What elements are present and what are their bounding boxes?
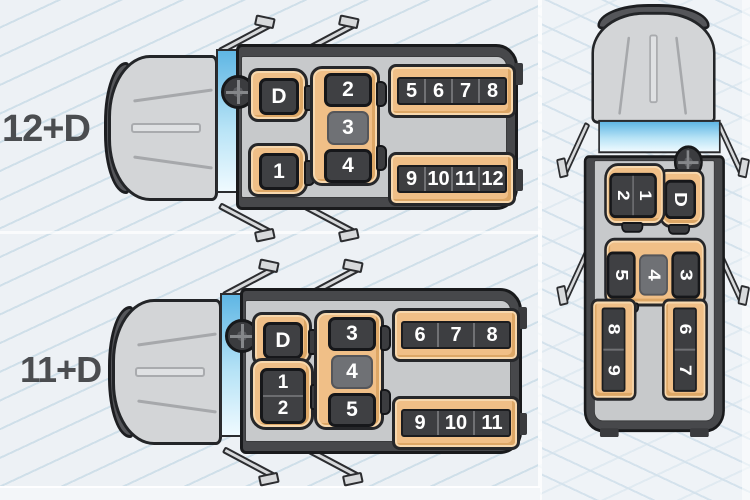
rear-bumper-foot	[690, 428, 709, 438]
hood-crease	[675, 36, 688, 115]
seat-pad-7: 7	[674, 348, 696, 390]
seat-pad-11: 11	[451, 167, 478, 191]
headrest	[380, 389, 391, 415]
headrest	[376, 81, 387, 107]
middle-seat-column: 2 3 4	[310, 66, 387, 186]
driver-seat: D	[248, 68, 315, 122]
seat-pad-2: 2	[263, 395, 303, 421]
hood-vent	[135, 367, 205, 377]
rear-bumper-foot	[518, 413, 527, 435]
seat-pad-1: 1	[277, 372, 289, 393]
seat-pad-driver: D	[664, 179, 696, 220]
bench-strip: 6 7	[673, 307, 697, 392]
windshield	[598, 119, 721, 154]
background-bottom-band	[0, 486, 540, 500]
seat-pad-8: 8	[473, 323, 509, 347]
van-9d-top-view: D 1 2 3 4 5 6 7	[560, 4, 747, 438]
rear-bench-row-1: 5 6 7 8	[388, 64, 516, 118]
seat-pad-2: 2	[324, 73, 372, 107]
seat-pad-6: 6	[424, 79, 451, 103]
seat-pad-driver: D	[259, 78, 299, 115]
seat-pad-10: 10	[424, 167, 451, 191]
seat-pad-11: 11	[473, 411, 509, 435]
seat-pad-9: 9	[405, 167, 418, 190]
van-12d-top-view: D 1 2 3 4 5 6 7 8 9 10 11 12	[104, 18, 544, 238]
bench-strip: 5 6 7 8	[397, 77, 507, 105]
rear-bench-row-2: 9 10 11	[392, 396, 520, 450]
hood-crease	[133, 155, 213, 170]
middle-bench: 3 4 5	[604, 237, 707, 314]
seat-pad-5: 5	[328, 393, 376, 427]
driver-seat: D	[252, 312, 319, 366]
seat-pad-3: 3	[671, 251, 701, 299]
front-double-seat: 1 2	[604, 163, 666, 233]
rear-bumper-foot	[514, 169, 523, 191]
seat-pad-4: 4	[324, 149, 372, 183]
front-double-seat: 1 2	[250, 358, 321, 430]
hood	[108, 55, 218, 201]
double-seat-pad: 1 2	[260, 368, 306, 424]
seat-pad-3: 3	[328, 317, 376, 351]
seat-pad-9: 9	[603, 348, 624, 390]
rear-bench-row-2: 9 10 11 12	[388, 152, 516, 206]
hood-crease	[137, 332, 217, 347]
middle-seat-column: 3 4 5	[314, 310, 391, 430]
rear-longitudinal-bench-right: 6 7	[662, 298, 708, 401]
hood	[591, 11, 716, 124]
rear-bumper-foot	[599, 428, 619, 438]
seat-pad-8: 8	[478, 79, 505, 103]
seat-pad-driver: D	[263, 322, 303, 359]
seat-pad-7: 7	[437, 323, 473, 347]
seat-pad-12: 12	[478, 167, 505, 191]
background-right-band	[742, 0, 750, 500]
layout-label-12d: 12+D	[2, 108, 91, 150]
seat-pad-1: 1	[635, 190, 654, 201]
headrest	[380, 325, 391, 351]
headrest	[376, 145, 387, 171]
rear-longitudinal-bench-left: 8 9	[590, 298, 637, 401]
bench-strip: 9 10 11	[401, 409, 511, 437]
seat-pad-1: 1	[259, 153, 299, 190]
double-seat-pad: 1 2	[609, 172, 657, 219]
driver-seat: D	[658, 168, 705, 235]
van-9d-wrapper: D 1 2 3 4 5 6 7	[560, 4, 748, 440]
seat-pad-2: 2	[611, 175, 634, 216]
hood-vent	[649, 34, 658, 104]
seat-pad-8: 8	[604, 323, 624, 335]
seat-pad-4: 4	[639, 254, 668, 296]
bench-strip: 8 9	[601, 307, 626, 392]
seat-pad-10: 10	[437, 411, 473, 435]
seat-pad-6: 6	[676, 323, 695, 335]
seat-pad-5: 5	[606, 251, 636, 299]
bench-strip: 6 7 8	[401, 321, 511, 349]
rear-bumper-foot	[514, 63, 523, 85]
hood-vent	[131, 123, 201, 133]
front-passenger-seat: 1	[248, 143, 315, 197]
rear-bumper-foot	[518, 307, 527, 329]
seat-pad-3: 3	[327, 111, 369, 145]
layout-label-11d: 11+D	[20, 349, 102, 390]
seat-pad-4: 4	[331, 355, 373, 389]
bench-strip: 9 10 11 12	[397, 165, 507, 193]
seat-pad-5: 5	[405, 79, 418, 102]
hood	[112, 299, 222, 445]
seat-pad-6: 6	[414, 323, 426, 346]
hood-crease	[133, 88, 213, 103]
headrest	[667, 223, 691, 235]
seat-pad-7: 7	[451, 79, 478, 103]
van-11d-top-view: D 1 2 3 4 5 6 7 8 9 10	[108, 262, 548, 482]
headrest	[621, 222, 644, 233]
rear-bench-row-1: 6 7 8	[392, 308, 520, 362]
hood-crease	[137, 399, 217, 414]
hood-crease	[618, 36, 631, 115]
seat-pad-9: 9	[414, 411, 426, 434]
